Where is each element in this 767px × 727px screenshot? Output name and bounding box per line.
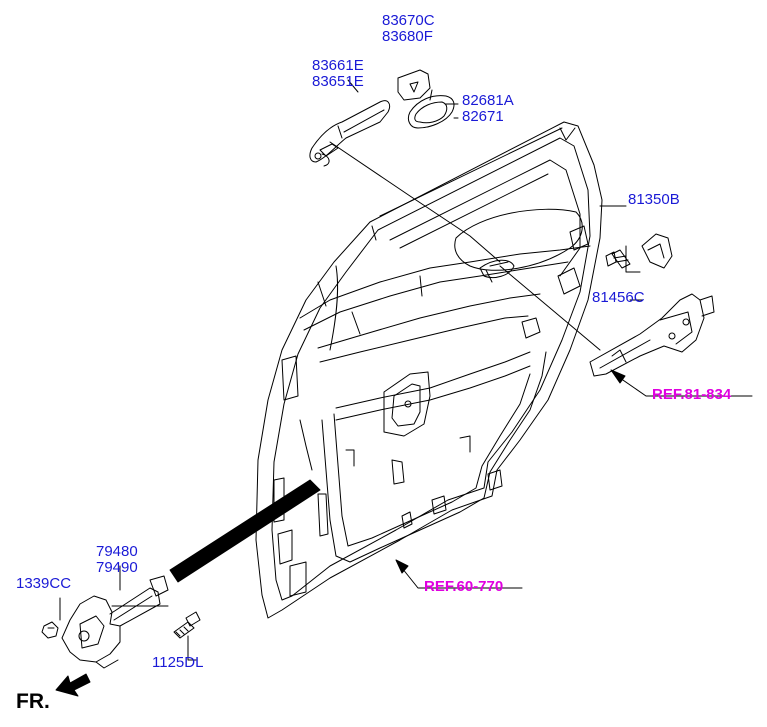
door-panel bbox=[255, 121, 603, 619]
label-83661e-83651e: 83661E 83651E bbox=[312, 58, 364, 90]
bracket-81350b bbox=[641, 233, 673, 269]
front-direction-arrow bbox=[55, 673, 91, 697]
part-number: 1339CC bbox=[16, 575, 72, 592]
check-link-pointer bbox=[169, 479, 321, 583]
handle-gasket bbox=[407, 95, 455, 129]
label-82681a-82671: 82681A 82671 bbox=[462, 93, 514, 125]
reference-81-834: REF.81-834 bbox=[652, 386, 732, 403]
label-79480-79490: 79480 79490 bbox=[96, 544, 138, 576]
bolt-1125dl bbox=[173, 611, 201, 639]
front-direction-label: FR. bbox=[16, 690, 50, 713]
part-number: 83680F bbox=[382, 28, 433, 45]
label-1339cc: 1339CC bbox=[16, 576, 71, 592]
label-81456c: 81456C bbox=[592, 290, 645, 306]
door-check bbox=[61, 575, 169, 669]
handle-cap bbox=[397, 69, 431, 101]
nut-1339cc bbox=[41, 621, 59, 639]
part-number: 82681A bbox=[462, 92, 514, 109]
ref81-arrow bbox=[610, 369, 626, 384]
ref60-arrow bbox=[395, 559, 409, 574]
part-number: 79480 bbox=[96, 543, 138, 560]
part-number: 83661E bbox=[312, 57, 364, 74]
outside-handle bbox=[309, 100, 391, 167]
part-number: 79490 bbox=[96, 559, 138, 576]
leader-lines bbox=[59, 79, 753, 661]
part-number: 1125DL bbox=[152, 654, 204, 671]
reference-60-770: REF.60-770 bbox=[424, 578, 504, 595]
screw-81456c bbox=[605, 249, 631, 269]
label-1125dl: 1125DL bbox=[152, 655, 203, 671]
part-number: 83651E bbox=[312, 73, 364, 90]
latch-mechanism bbox=[589, 293, 715, 377]
part-number: 82671 bbox=[462, 108, 504, 125]
part-number: 81456C bbox=[592, 289, 645, 306]
label-81350b: 81350B bbox=[628, 192, 680, 208]
label-83670c-83680f: 83670C 83680F bbox=[382, 13, 435, 45]
part-number: 83670C bbox=[382, 12, 435, 29]
part-number: 81350B bbox=[628, 191, 680, 208]
